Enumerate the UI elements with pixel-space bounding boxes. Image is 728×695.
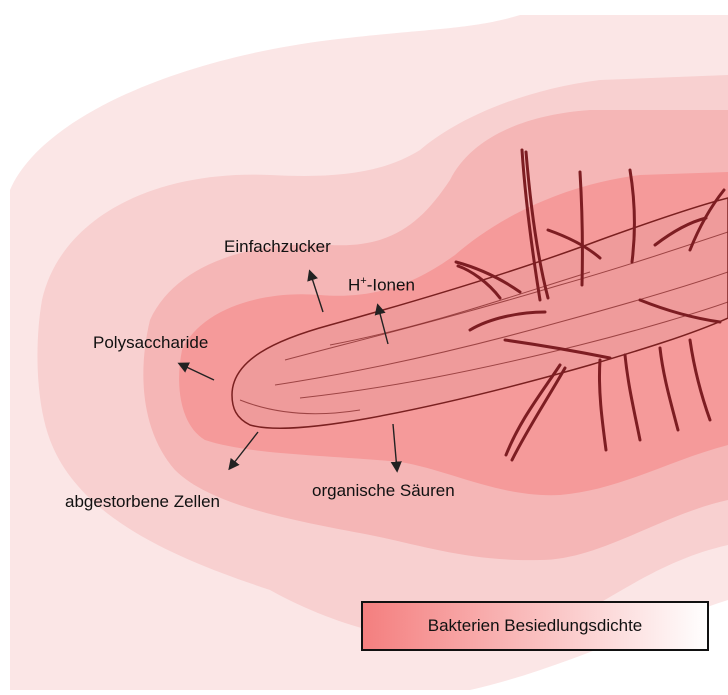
- label-organische-saeuren: organische Säuren: [312, 481, 455, 501]
- label-abgestorbene-zellen: abgestorbene Zellen: [65, 492, 220, 512]
- label-h-ionen-base: H: [348, 276, 360, 295]
- label-h-ionen: H+-Ionen: [348, 275, 415, 296]
- label-h-ionen-rest: -Ionen: [367, 276, 415, 295]
- legend-box: Bakterien Besiedlungsdichte: [361, 601, 709, 651]
- label-einfachzucker: Einfachzucker: [224, 237, 331, 257]
- legend-label: Bakterien Besiedlungsdichte: [428, 616, 643, 636]
- label-polysaccharide: Polysaccharide: [93, 333, 208, 353]
